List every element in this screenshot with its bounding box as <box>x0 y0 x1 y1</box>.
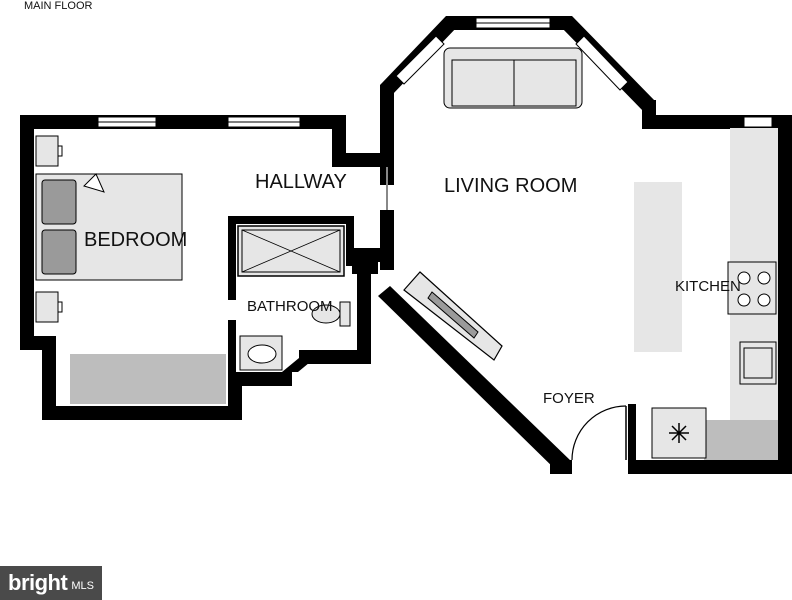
toilet <box>311 301 351 327</box>
bright-mls-watermark: bright MLS <box>0 566 102 600</box>
snowflake-icon <box>669 423 689 443</box>
nightstand-top <box>35 135 63 167</box>
closet <box>70 354 226 404</box>
room-label-hallway: HALLWAY <box>255 171 347 193</box>
tv-console <box>403 271 503 361</box>
sofa <box>443 47 583 109</box>
bathroom-sink <box>239 335 283 371</box>
nightstand-bottom <box>35 291 63 323</box>
floor-title: MAIN FLOOR <box>24 0 93 12</box>
room-label-foyer: FOYER <box>543 390 595 407</box>
bedroom-windows <box>97 116 301 128</box>
living-windows <box>395 17 773 128</box>
stove <box>727 261 777 315</box>
kitchen-island <box>634 182 682 352</box>
lower-counter <box>704 420 778 460</box>
kitchen-sink <box>739 341 777 385</box>
foyer-door <box>571 405 627 461</box>
room-label-bathroom: BATHROOM <box>247 298 333 315</box>
room-label-living-room: LIVING ROOM <box>444 175 577 197</box>
watermark-suffix: MLS <box>71 580 94 592</box>
room-label-kitchen: KITCHEN <box>675 278 741 295</box>
shower <box>237 225 345 277</box>
watermark-brand: bright <box>8 570 68 595</box>
room-label-bedroom: BEDROOM <box>84 229 187 251</box>
refrigerator <box>651 407 707 459</box>
bed <box>35 173 183 281</box>
